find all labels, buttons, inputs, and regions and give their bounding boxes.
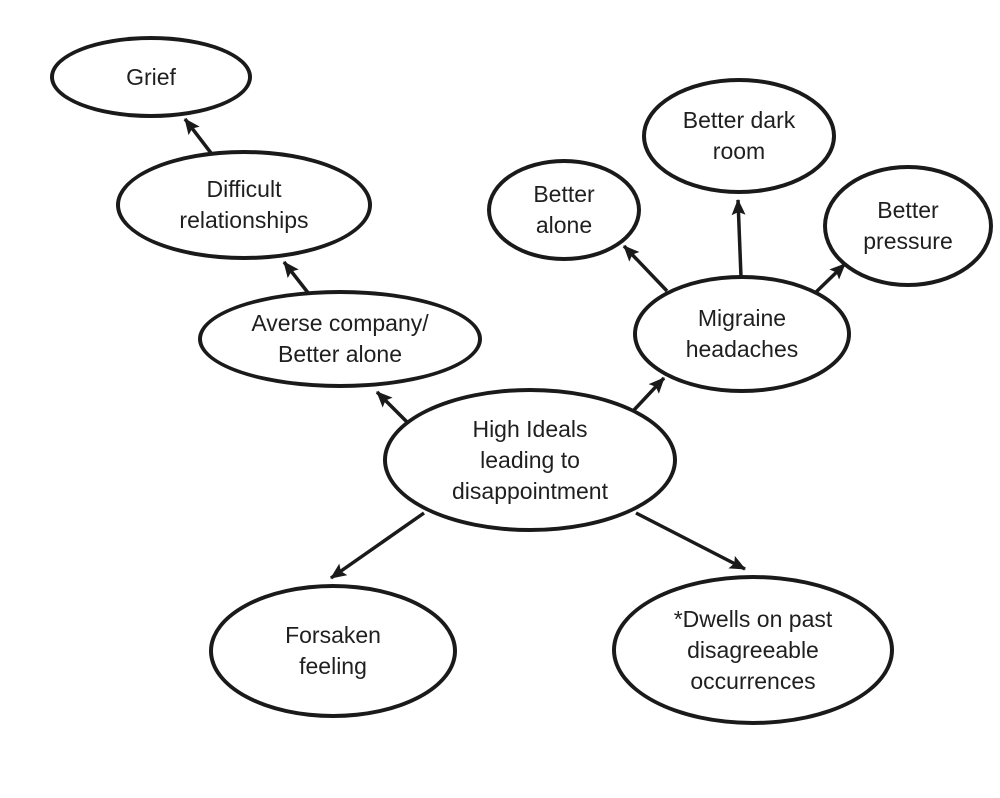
node-grief-label: Grief [126,63,176,90]
node-better-pressure-label: Better pressure [863,197,953,254]
arrow-migraine-headaches-to-better-alone [622,244,669,293]
node-better-alone: Better alone [487,159,641,261]
node-dwells-on-past-label: *Dwells on past disagreeable occurrences [673,605,833,694]
node-averse-company-label: Averse company/ Better alone [251,310,429,367]
node-difficult-relationships-label: Difficult relationships [179,176,309,233]
node-better-pressure: Better pressure [823,165,993,287]
arrow-high-ideals-to-forsaken-feeling [329,511,426,580]
arrow-high-ideals-to-dwells-on-past [635,511,746,571]
node-migraine-headaches: Migraine headaches [633,275,851,393]
node-better-alone-label: Better alone [533,181,595,238]
node-high-ideals-label: High Ideals leading to disappointment [452,415,608,504]
arrow-difficult-relationships-to-grief [183,117,213,155]
node-dwells-on-past: *Dwells on past disagreeable occurrences [612,575,894,725]
node-forsaken-feeling: Forsaken feeling [209,584,457,718]
arrow-averse-company-to-difficult-relationships [282,260,311,296]
node-high-ideals: High Ideals leading to disappointment [383,388,677,532]
arrow-migraine-headaches-to-better-pressure [812,262,847,296]
node-forsaken-feeling-label: Forsaken feeling [285,622,381,679]
node-migraine-headaches-label: Migraine headaches [685,305,799,362]
arrow-high-ideals-to-migraine-headaches [632,376,666,412]
node-better-dark-room-label: Better dark room [682,107,796,164]
arrow-migraine-headaches-to-better-dark-room [731,199,746,278]
node-better-dark-room: Better dark room [642,78,836,194]
node-difficult-relationships: Difficult relationships [116,150,372,260]
node-grief: Grief [50,36,252,118]
node-averse-company: Averse company/ Better alone [198,290,482,388]
